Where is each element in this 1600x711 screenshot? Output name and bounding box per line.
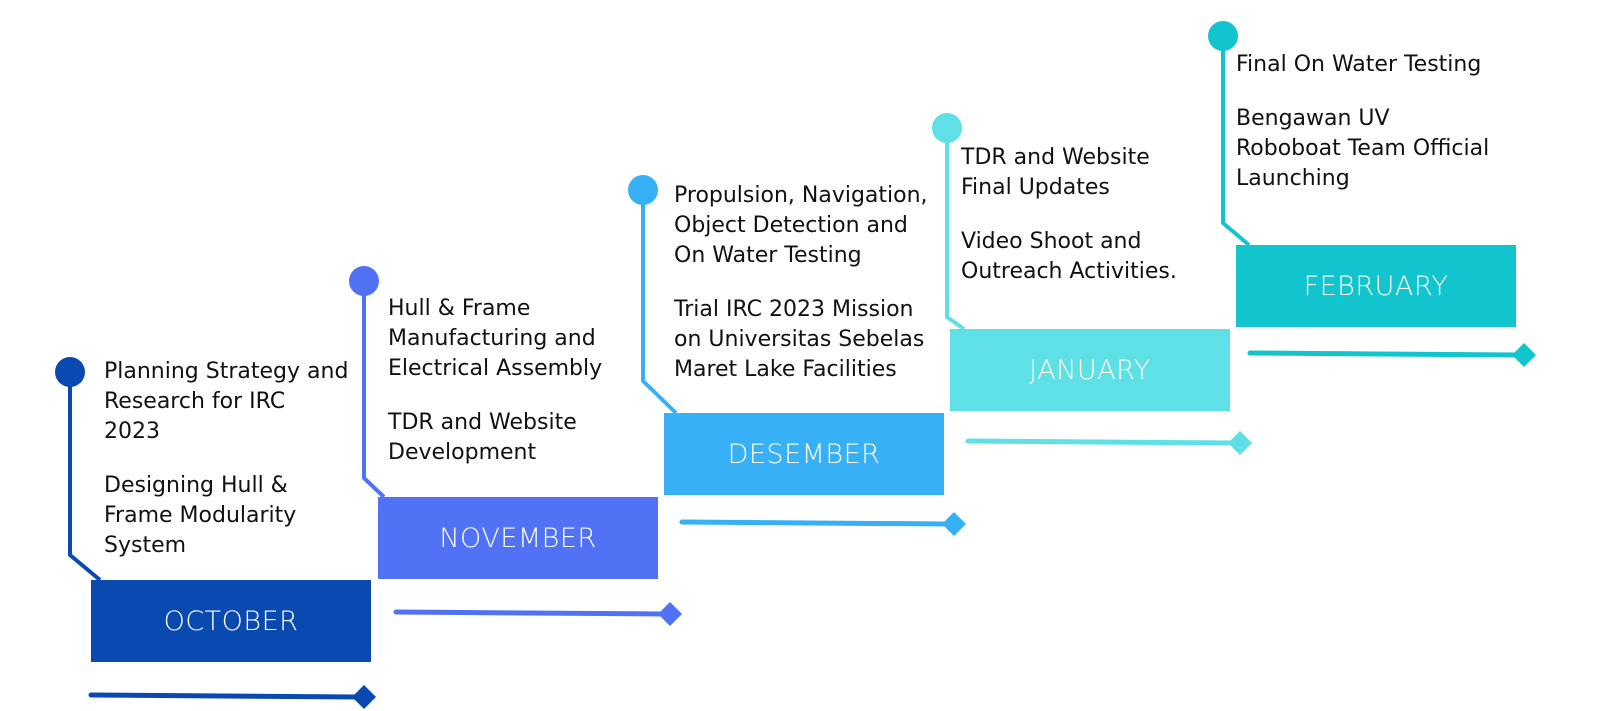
- pin-line-desember: [641, 190, 678, 415]
- description-january: TDR and Website Final Updates Video Shoo…: [961, 143, 1177, 287]
- pin-line-october: [68, 372, 102, 582]
- description-november: Hull & Frame Manufacturing and Electrica…: [388, 294, 602, 468]
- diamond-marker-desember: [942, 512, 966, 536]
- underline-desember: [679, 519, 951, 527]
- month-label-october: OCTOBER: [163, 605, 299, 637]
- description-desember: Propulsion, Navigation, Object Detection…: [674, 181, 928, 385]
- month-box-november: NOVEMBER: [378, 497, 658, 579]
- month-label-february: FEBRUARY: [1303, 270, 1449, 302]
- pin-dot-february: [1208, 21, 1238, 51]
- description-item: Trial IRC 2023 Mission on Universitas Se…: [674, 297, 925, 382]
- description-october: Planning Strategy and Research for IRC 2…: [104, 357, 348, 561]
- month-box-october: OCTOBER: [91, 580, 371, 662]
- underline-october: [88, 692, 361, 700]
- month-label-january: JANUARY: [1029, 354, 1151, 386]
- diamond-marker-february: [1512, 343, 1536, 367]
- description-item: Planning Strategy and Research for IRC 2…: [104, 359, 349, 444]
- pin-dot-november: [349, 266, 379, 296]
- month-box-january: JANUARY: [950, 329, 1230, 411]
- diamond-marker-january: [1228, 431, 1252, 455]
- description-item: TDR and Website Development: [388, 410, 577, 465]
- month-box-february: FEBRUARY: [1236, 245, 1516, 327]
- description-item: Propulsion, Navigation, Object Detection…: [674, 183, 928, 268]
- pin-dot-october: [55, 357, 85, 387]
- month-label-desember: DESEMBER: [727, 438, 881, 470]
- description-item: TDR and Website Final Updates: [961, 145, 1150, 200]
- pin-dot-desember: [628, 175, 658, 205]
- month-box-desember: DESEMBER: [664, 413, 944, 495]
- diamond-marker-november: [658, 602, 682, 626]
- description-item: Bengawan UV Roboboat Team Official Launc…: [1236, 106, 1490, 191]
- description-february: Final On Water Testing Bengawan UV Robob…: [1236, 50, 1489, 194]
- description-item: Designing Hull & Frame Modularity System: [104, 473, 297, 558]
- pin-line-january: [945, 128, 966, 331]
- pin-line-november: [362, 281, 386, 499]
- description-item: Final On Water Testing: [1236, 52, 1482, 77]
- underline-january: [965, 438, 1237, 446]
- description-item: Video Shoot and Outreach Activities.: [961, 229, 1177, 284]
- description-item: Hull & Frame Manufacturing and Electrica…: [388, 296, 603, 381]
- month-label-november: NOVEMBER: [439, 522, 597, 554]
- pin-dot-january: [932, 113, 962, 143]
- pin-line-february: [1221, 36, 1251, 247]
- underline-february: [1247, 350, 1521, 358]
- underline-november: [393, 609, 667, 617]
- diamond-marker-october: [352, 685, 376, 709]
